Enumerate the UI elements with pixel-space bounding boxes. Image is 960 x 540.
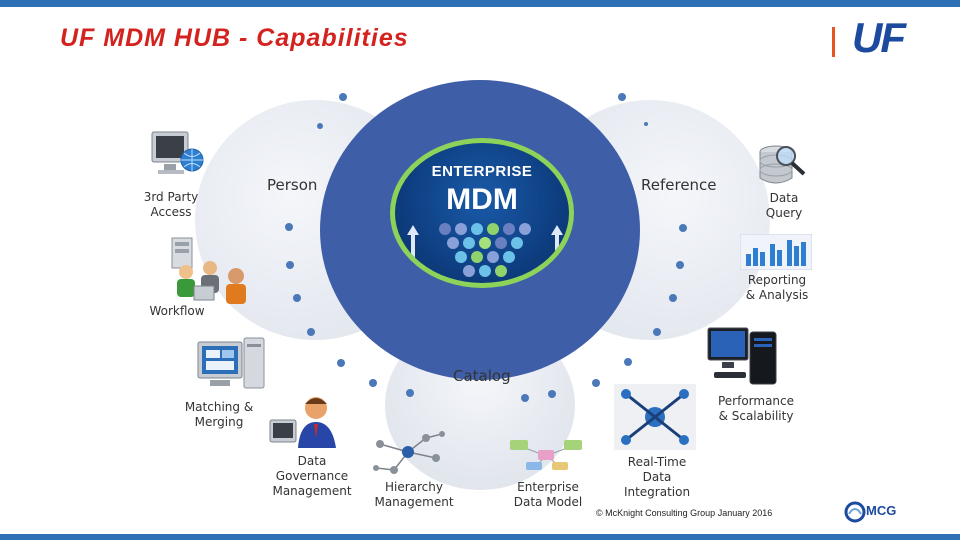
- label-hierarchy-line2: Management: [374, 495, 454, 509]
- label-3rd-party-access: 3rd Party Access: [142, 190, 200, 220]
- label-edm-line2: Data Model: [513, 495, 583, 509]
- workstation-icon: [707, 327, 777, 385]
- label-3rd-party-line1: 3rd Party: [143, 190, 199, 204]
- bottom-accent-bar: [0, 534, 960, 540]
- label-governance-line1: Data: [297, 454, 327, 468]
- label-governance-line3: Management: [272, 484, 352, 498]
- network-nodes-icon: [373, 431, 445, 474]
- bar-chart-icon: [740, 234, 812, 270]
- top-accent-bar: [0, 0, 960, 7]
- enterprise-mdm-badge: ENTERPRISE MDM: [390, 138, 574, 288]
- database-search-icon: [759, 145, 806, 184]
- label-reporting-analysis: Reporting & Analysis: [736, 273, 818, 303]
- badge-arrow-right-icon: [551, 225, 563, 261]
- label-hierarchy-management: Hierarchy Management: [370, 480, 458, 510]
- label-edm-line1: Enterprise: [517, 480, 579, 494]
- label-workflow: Workflow: [149, 304, 205, 318]
- domain-label-catalog: Catalog: [453, 367, 511, 385]
- logo-divider: [832, 27, 835, 57]
- label-hierarchy-line1: Hierarchy: [384, 480, 443, 494]
- label-rti-line2: Data: [642, 470, 672, 484]
- label-perf-line2: & Scalability: [718, 409, 794, 423]
- integration-arrows-icon: [614, 384, 696, 450]
- label-performance-scalability: Performance & Scalability: [714, 394, 798, 424]
- mcg-logo-icon: [844, 501, 866, 523]
- label-matching-line2: Merging: [194, 415, 244, 429]
- label-data-governance: Data Governance Management: [270, 454, 354, 499]
- mcg-logo-text: MCG: [866, 503, 897, 518]
- badge-arrow-left-icon: [407, 225, 419, 261]
- business-person-icon: [269, 397, 336, 448]
- domain-label-reference: Reference: [641, 176, 717, 194]
- label-perf-line1: Performance: [717, 394, 795, 408]
- label-rti-line3: Integration: [623, 485, 691, 499]
- computer-globe-icon: [151, 131, 204, 174]
- slide-title: UF MDM HUB - Capabilities: [60, 24, 409, 52]
- desktop-computer-icon: [197, 337, 265, 389]
- badge-dot-grid-icon: [439, 223, 531, 277]
- label-matching-line1: Matching &: [184, 400, 254, 414]
- people-workflow-icon: [171, 237, 246, 304]
- label-rti-line1: Real-Time: [627, 455, 687, 469]
- label-matching-merging: Matching & Merging: [180, 400, 258, 430]
- label-real-time-integration: Real-Time Data Integration: [616, 455, 698, 500]
- data-model-icon: [510, 440, 582, 470]
- copyright-text: © McKnight Consulting Group January 2016: [596, 508, 773, 518]
- label-governance-line2: Governance: [275, 469, 349, 483]
- domain-label-person: Person: [267, 176, 318, 194]
- label-reporting-line2: & Analysis: [745, 288, 809, 302]
- label-data-query: Data Query: [765, 191, 803, 220]
- badge-label-top: ENTERPRISE: [431, 163, 533, 180]
- label-reporting-line1: Reporting: [747, 273, 807, 287]
- label-3rd-party-line2: Access: [150, 205, 192, 219]
- label-enterprise-data-model: Enterprise Data Model: [506, 480, 590, 510]
- uf-logo: UF: [852, 14, 906, 61]
- badge-label-main: MDM: [446, 183, 518, 216]
